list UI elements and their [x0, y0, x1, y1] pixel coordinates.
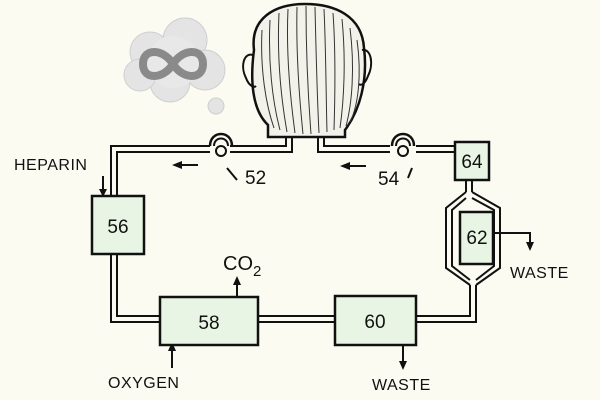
co2-subscript: 2 — [253, 263, 261, 280]
arrowheads — [99, 161, 534, 370]
label-56: 56 — [107, 217, 128, 238]
oxygen-label: OXYGEN — [108, 375, 179, 392]
infinity-cloud-icon — [123, 17, 226, 115]
box-58 — [158, 295, 260, 347]
heparin-arrow-icon — [99, 189, 107, 197]
waste-label-62: WASTE — [510, 265, 569, 282]
flow-arrow-icon — [172, 161, 182, 169]
box-62 — [458, 210, 495, 266]
pump-52 — [208, 132, 234, 157]
co2-base: CO — [223, 253, 253, 275]
waste-label-60: WASTE — [372, 377, 431, 394]
label-52: 52 — [245, 168, 266, 189]
label-64: 64 — [461, 152, 483, 173]
label-62: 62 — [466, 228, 487, 249]
box-60 — [333, 294, 418, 347]
label-58: 58 — [198, 313, 219, 334]
box-64 — [453, 140, 491, 182]
pump-54 — [390, 132, 416, 157]
heparin-label: HEPARIN — [14, 157, 87, 174]
co2-arrow-icon — [233, 276, 241, 285]
waste-arrow-icon — [399, 361, 407, 370]
oxygen-arrow-icon — [168, 342, 176, 351]
head-icon — [242, 2, 373, 139]
tubing — [102, 137, 531, 368]
label-60: 60 — [364, 312, 385, 333]
label-54: 54 — [378, 169, 400, 190]
waste-arrow-icon — [526, 242, 534, 251]
box-56 — [90, 194, 146, 256]
co2-label: CO2 — [223, 253, 261, 280]
flow-arrow-shafts — [180, 164, 413, 181]
flow-arrow-icon — [340, 162, 350, 170]
